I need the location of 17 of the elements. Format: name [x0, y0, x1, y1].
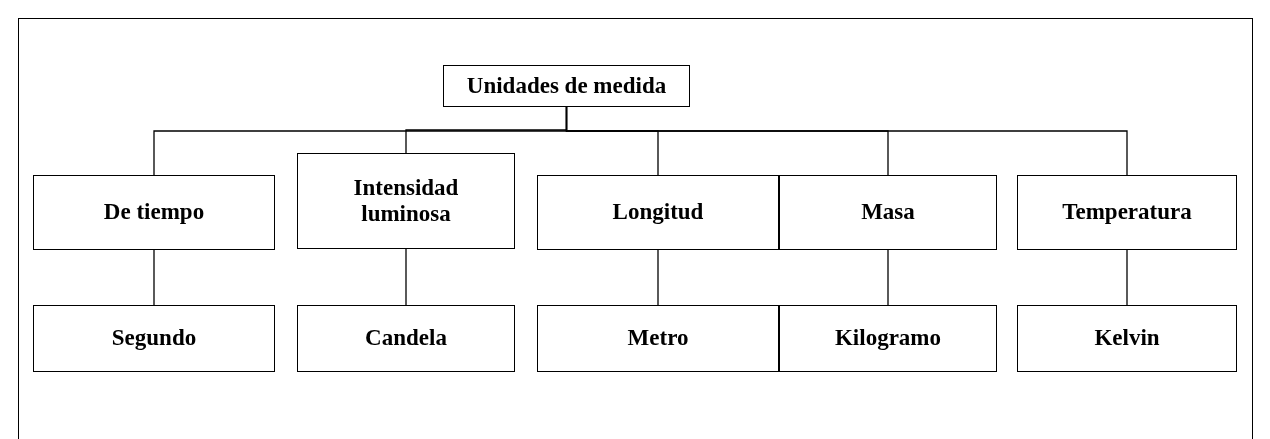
- category-box: Metro: [537, 305, 779, 372]
- connector-line: [153, 249, 155, 306]
- connector-line: [565, 106, 1128, 176]
- category-box: Kelvin: [1017, 305, 1237, 372]
- connector-line: [887, 249, 889, 306]
- category-box: Segundo: [33, 305, 275, 372]
- category-box: Longitud: [537, 175, 779, 250]
- connector-line: [405, 248, 407, 306]
- category-box: Temperatura: [1017, 175, 1237, 250]
- category-box: Unidades de medida: [443, 65, 690, 107]
- category-box: Intensidad luminosa: [297, 153, 515, 249]
- category-box: Candela: [297, 305, 515, 372]
- connector-line: [1126, 249, 1128, 306]
- category-box: Kilogramo: [779, 305, 997, 372]
- connector-line: [657, 249, 659, 306]
- category-box: Masa: [779, 175, 997, 250]
- category-box: De tiempo: [33, 175, 275, 250]
